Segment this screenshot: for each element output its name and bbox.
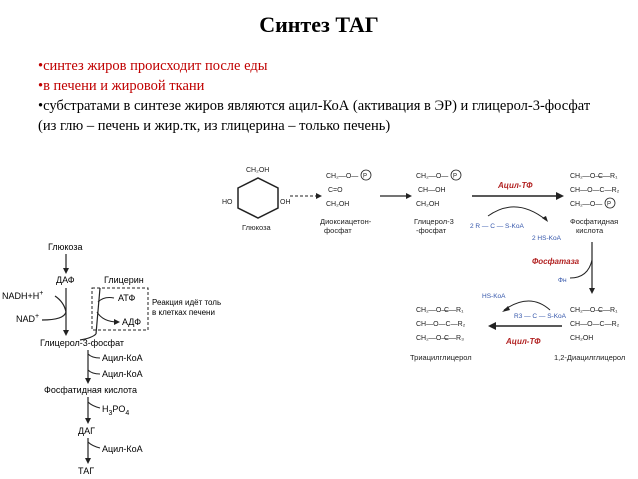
path-tag-r2: CH—O—C—R₂	[416, 321, 466, 328]
path-r3-acyl: R3 — C — S-KoA	[514, 313, 567, 320]
path-g3p-label-2: -фосфат	[416, 226, 447, 235]
path-pa-ch2o: CH₂—O—	[570, 201, 602, 208]
flow-atf: АТФ	[118, 293, 135, 303]
path-pa-r1: CH₂—O—	[570, 173, 602, 180]
glucose-ring	[237, 177, 279, 219]
path-acyl-coa-in: 2 R — C — S-KoA	[470, 223, 524, 230]
path-dhap-ch2oh: CH₂OH	[326, 201, 349, 208]
path-glucose-oh: OH	[280, 199, 291, 206]
path-tag-c-r1: C—R₁	[444, 307, 464, 314]
flow-glucose: Глюкоза	[48, 242, 82, 252]
flow-acyl-coa-1: Ацил-КоА	[102, 353, 143, 363]
flow-daf: ДАФ	[56, 275, 75, 285]
path-dag-label: 1,2-Диацилглицерол	[554, 353, 625, 362]
flow-acyl-coa-3: Ацил-КоА	[102, 444, 143, 454]
flow-liver-note-2: в клетках печени	[152, 308, 215, 317]
flow-dag: ДАГ	[78, 426, 95, 436]
path-phosphatase: Фосфатаза	[532, 257, 580, 266]
flow-tag: ТАГ	[78, 466, 94, 476]
path-pa-label-1: Фосфатидная	[570, 217, 618, 226]
path-pa-r2: CH—O—C—R₂	[570, 187, 620, 194]
path-dhap-ch2o: CH₂—O—	[326, 173, 358, 180]
bullet-item-1: •синтез жиров происходит после еды	[38, 58, 268, 74]
path-hs-koa-out: 2 HS-KoA	[532, 235, 562, 242]
path-g3p-choh: CH—OH	[418, 187, 446, 194]
path-pi: Фн	[558, 277, 567, 284]
path-pa-p: P	[607, 202, 611, 208]
path-dhap-co: C=O	[328, 187, 343, 194]
bullet-item-2: •в печени и жировой ткани	[38, 78, 205, 94]
path-g3p-phosphate-circle	[450, 169, 462, 181]
flow-h3po4: H3PO4	[102, 404, 129, 417]
flow-adf: АДФ	[122, 317, 141, 327]
path-dag-r1: CH₂—O—	[570, 307, 602, 314]
bullet-list: •синтез жиров происходит после еды •в пе…	[38, 56, 598, 136]
path-glucose-label: Глюкоза	[242, 223, 272, 232]
path-dhap-p: P	[363, 174, 367, 180]
path-tag-r1: CH₂—O—	[416, 307, 448, 314]
path-pa-c-r1: C—R₁	[598, 173, 618, 180]
path-dag-r2: CH—O—C—R₂	[570, 321, 620, 328]
path-tag-ch2o: CH₂—O—	[416, 335, 448, 342]
path-dhap-label-1: Диоксиацетон-	[320, 217, 372, 226]
path-glucose-ho: HO	[222, 199, 233, 206]
flow-glycerin: Глицерин	[104, 275, 144, 285]
path-tag-label: Триацилглицерол	[410, 353, 472, 362]
flow-nadh: NADH+H+	[2, 290, 43, 301]
flow-liver-note-1: Реакция идёт толь	[152, 298, 221, 307]
path-hs-koa: HS-KoA	[482, 293, 506, 300]
path-dag-c-r1: C—R₁	[598, 307, 618, 314]
path-g3p-label-1: Глицерол-3	[414, 217, 454, 226]
flow-g3p: Глицерол-3-фосфат	[40, 338, 124, 348]
flow-phosphatidic-acid: Фосфатидная кислота	[44, 385, 137, 395]
path-acyl-tf-1: Ацил-ТФ	[497, 181, 533, 190]
path-acyl-tf-2: Ацил-ТФ	[505, 337, 541, 346]
path-dhap-phosphate-circle	[360, 169, 372, 181]
path-tag-c-r3: C—R₃	[444, 335, 464, 342]
path-g3p-ch2o: CH₂—O—	[416, 173, 448, 180]
path-glucose-ch2oh: CH₂OH	[246, 167, 269, 174]
tag-synthesis-flowchart: Глюкоза ДАФ Глицерин NADH+H+ NAD+ АТФ АД…	[2, 242, 221, 476]
bullet-item-3: •субстратами в синтезе жиров являются ац…	[38, 98, 591, 134]
tag-pathway-diagram: CH₂OH HO OH Глюкоза CH₂—O— P C=O CH₂OH Д…	[222, 167, 625, 362]
path-pa-label-2: кислота	[576, 226, 604, 235]
path-g3p-p: P	[453, 174, 457, 180]
path-dag-ch2oh: CH₂OH	[570, 335, 593, 342]
path-dhap-label-2: фосфат	[324, 226, 352, 235]
page-title: Синтез ТАГ	[259, 12, 379, 37]
path-pa-phosphate-circle	[604, 197, 616, 209]
path-g3p-ch2oh: CH₂OH	[416, 201, 439, 208]
flow-acyl-coa-2: Ацил-КоА	[102, 369, 143, 379]
flow-nad: NAD+	[16, 313, 39, 324]
